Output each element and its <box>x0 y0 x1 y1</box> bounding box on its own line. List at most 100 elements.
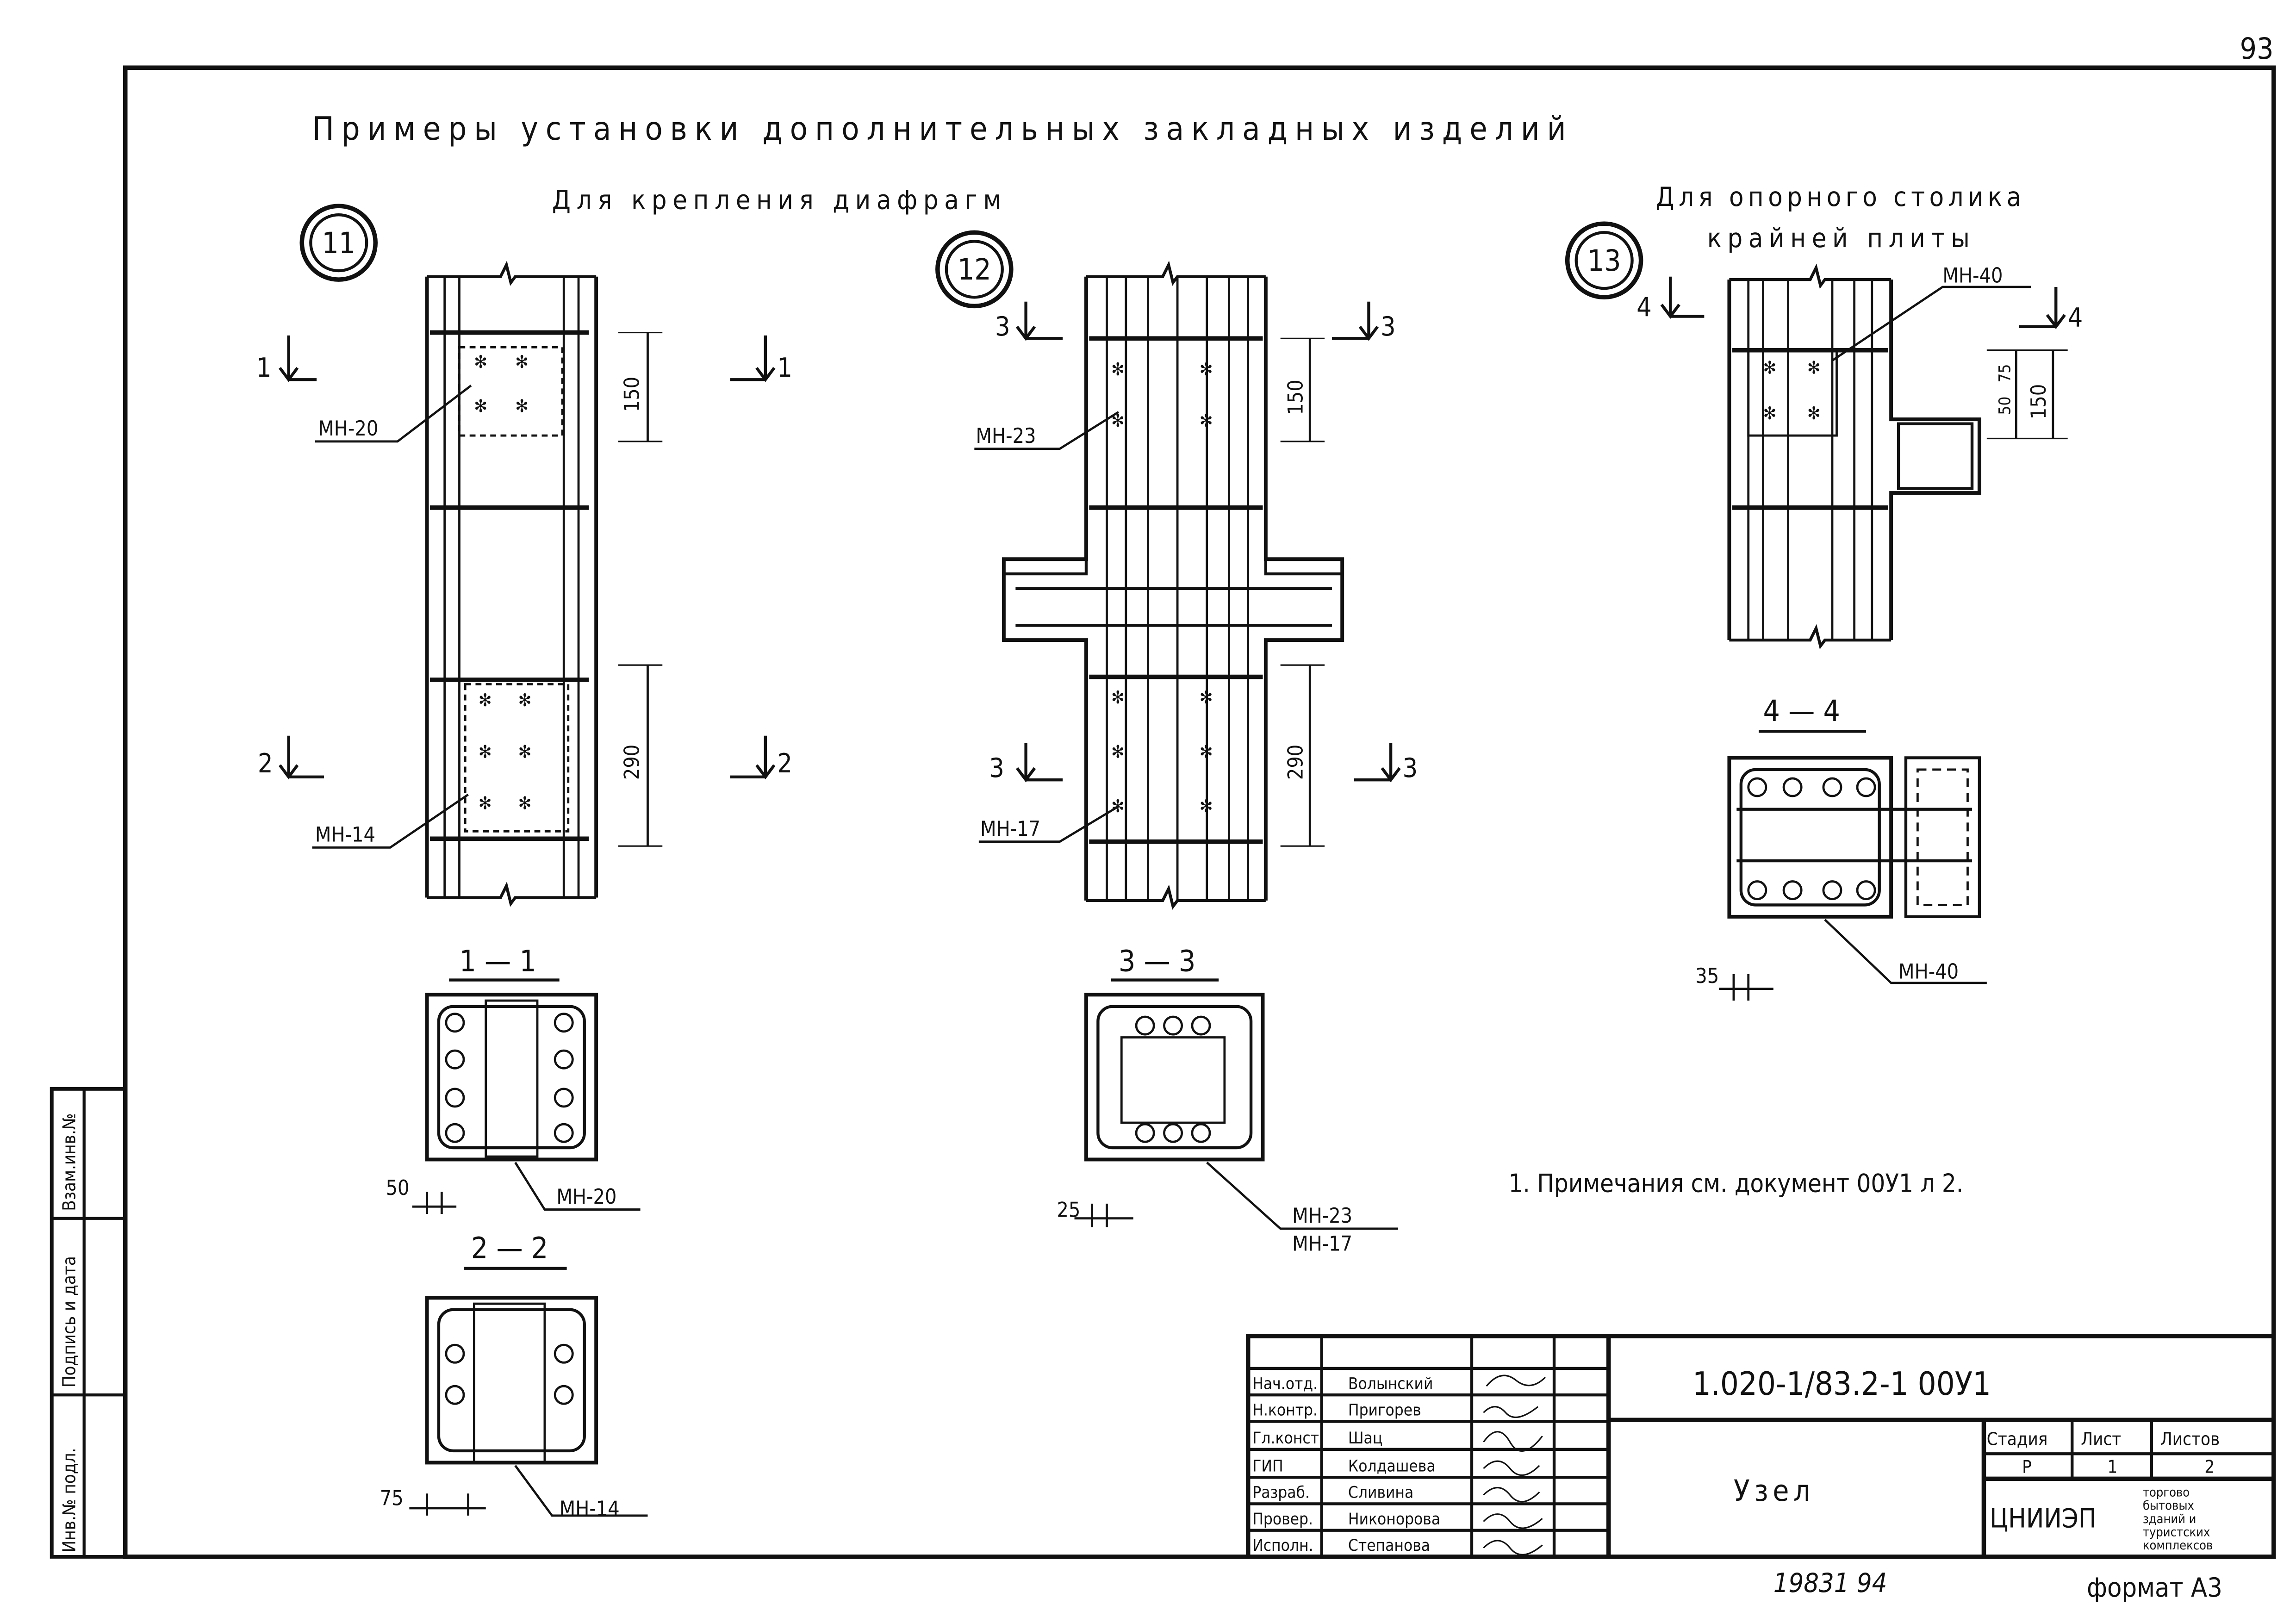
sheets-value: 2 <box>2204 1457 2215 1477</box>
note: 1. Примечания см. документ 00У1 л 2. <box>1508 1169 1963 1198</box>
subtitle-right-1: Для опорного столика <box>1655 182 2025 212</box>
cut-label: 3 <box>995 311 1010 342</box>
cut-label: 4 <box>1636 292 1652 323</box>
svg-text:✻: ✻ <box>1200 410 1213 431</box>
svg-text:✻: ✻ <box>518 690 532 710</box>
section-title: 4 — 4 <box>1763 694 1840 728</box>
cut-label: 3 <box>1381 311 1396 342</box>
svg-text:✻: ✻ <box>518 741 532 762</box>
section-title: 1 — 1 <box>459 944 536 978</box>
role-label: Н.контр. <box>1252 1401 1318 1420</box>
designation: 1.020-1/83.2-1 00У1 <box>1692 1365 1991 1403</box>
role-label: Провер. <box>1252 1510 1313 1529</box>
svg-text:✻: ✻ <box>1200 796 1213 816</box>
org-desc: бытовых <box>2143 1499 2194 1513</box>
role-name: Пригорев <box>1348 1401 1421 1420</box>
dim: 290 <box>1284 745 1307 780</box>
part-label: МН-40 <box>1898 960 1959 983</box>
svg-text:✻: ✻ <box>1200 359 1213 379</box>
dim: 75 <box>1996 364 2015 383</box>
sheet-number: 93 <box>2240 31 2274 66</box>
cut-label: 4 <box>2068 303 2083 333</box>
dim: 50 <box>386 1176 410 1200</box>
svg-text:✻: ✻ <box>515 352 529 372</box>
svg-text:✻: ✻ <box>1111 687 1125 708</box>
dim: 150 <box>2027 384 2051 419</box>
stamp-replace-label: Взам.инв.№ <box>59 1113 80 1211</box>
node-11-elevation: 11 ✻✻✻✻ ✻✻✻✻✻✻ 150 290 1 1 2 2 <box>256 204 792 907</box>
org-logo: ЦНИИЭП <box>1990 1503 2096 1534</box>
svg-text:✻: ✻ <box>474 352 487 372</box>
section-title: 3 — 3 <box>1119 944 1195 978</box>
role-name: Волынский <box>1348 1374 1433 1393</box>
svg-text:✻: ✻ <box>1111 359 1125 379</box>
node-13-elevation: 13 ✻ ✻ ✻ ✻ 50 75 150 4 4 МН-40 <box>1565 221 2083 650</box>
section-3-3: 3 — 3 25 МН-23 МН-17 <box>1057 944 1399 1256</box>
part-label: МН-20 <box>318 417 378 441</box>
svg-text:✻: ✻ <box>1763 358 1777 378</box>
cut-label: 2 <box>777 748 792 779</box>
format-label: формат А3 <box>2087 1573 2222 1603</box>
svg-text:✻: ✻ <box>479 741 492 762</box>
section-1-1: 1 — 1 50 МН-20 <box>386 944 641 1214</box>
org-desc: торгово <box>2143 1486 2190 1500</box>
role-label: Разраб. <box>1252 1484 1310 1502</box>
svg-text:✻: ✻ <box>479 690 492 710</box>
drawing-name: Узел <box>1734 1474 1815 1508</box>
page-title: Примеры установки дополнительных закладн… <box>312 110 1574 148</box>
part-label: МН-40 <box>1942 264 2003 287</box>
svg-text:✻: ✻ <box>1200 741 1213 762</box>
role-name: Степанова <box>1348 1536 1430 1555</box>
stamp-inv-label: Инв.№ подл. <box>59 1448 80 1553</box>
signatures <box>1483 1374 1546 1555</box>
dim: 35 <box>1695 964 1719 988</box>
subtitle-left: Для крепления диафрагм <box>552 185 1007 215</box>
dim: 150 <box>620 377 644 412</box>
dim: 75 <box>380 1487 404 1511</box>
part-label: МН-23 <box>1292 1204 1352 1228</box>
section-2-2: 2 — 2 75 МН-14 <box>380 1231 648 1521</box>
svg-text:✻: ✻ <box>1763 403 1777 423</box>
svg-text:✻: ✻ <box>1807 358 1821 378</box>
subtitle-right-2: крайней плиты <box>1707 223 1976 254</box>
part-label: МН-20 <box>556 1185 616 1209</box>
cut-label: 3 <box>1403 753 1418 784</box>
archive-number: 19831 94 <box>1773 1568 1887 1598</box>
node-number: 13 <box>1587 243 1621 278</box>
svg-text:✻: ✻ <box>479 793 492 814</box>
section-4-4: 4 — 4 35 МН-40 <box>1695 694 1987 1001</box>
role-label: Нач.отд. <box>1252 1374 1318 1393</box>
org-desc: зданий и <box>2143 1512 2196 1526</box>
org-desc: туристских <box>2143 1525 2210 1539</box>
part-label: МН-17 <box>980 817 1040 841</box>
role-label: ГИП <box>1252 1457 1283 1476</box>
dim: 150 <box>1284 379 1307 415</box>
role-name: Никонорова <box>1348 1510 1440 1529</box>
dim: 50 <box>1996 397 2015 415</box>
role-label: Гл.конст. <box>1252 1429 1324 1448</box>
title-block: Нач.отд. Волынский Н.контр. Пригорев Гл.… <box>1245 1334 2274 1557</box>
svg-text:✻: ✻ <box>518 793 532 814</box>
cut-label: 2 <box>258 748 273 779</box>
cut-label: 1 <box>777 353 792 383</box>
stamp-sign-label: Подпись и дата <box>59 1256 80 1387</box>
svg-text:✻: ✻ <box>1807 403 1821 423</box>
role-name: Колдашева <box>1348 1457 1436 1476</box>
svg-text:✻: ✻ <box>1200 687 1213 708</box>
role-label: Исполн. <box>1252 1536 1313 1555</box>
node-number: 11 <box>322 226 355 260</box>
svg-text:✻: ✻ <box>1111 741 1125 762</box>
part-label: МН-17 <box>1292 1232 1352 1256</box>
stage-header: Стадия <box>1987 1429 2048 1449</box>
sheet-header: Лист <box>2081 1429 2121 1449</box>
side-stamp: Инв.№ подл. Подпись и дата Взам.инв.№ <box>50 1087 127 1559</box>
svg-text:✻: ✻ <box>474 396 487 416</box>
section-title: 2 — 2 <box>471 1231 548 1265</box>
role-name: Шац <box>1348 1429 1382 1448</box>
cut-label: 1 <box>256 353 272 383</box>
node-number: 12 <box>958 252 991 286</box>
stage-value: Р <box>2022 1457 2032 1477</box>
cut-label: 3 <box>989 753 1004 784</box>
drawing-frame <box>123 65 2276 1559</box>
